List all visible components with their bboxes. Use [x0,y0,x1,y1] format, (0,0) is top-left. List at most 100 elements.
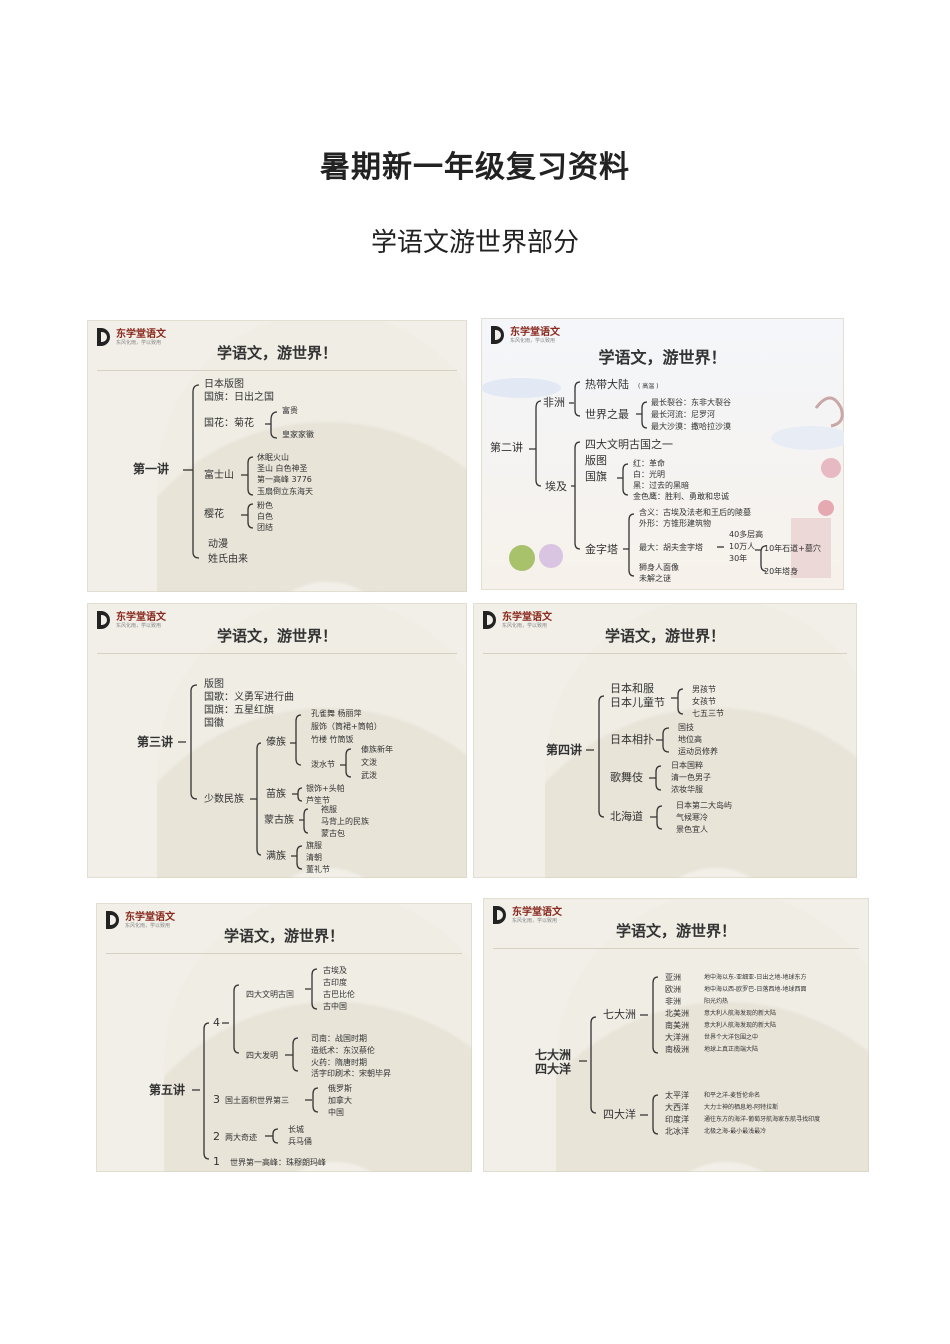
logo: 东学堂语文东风化雨，学以致用 [97,328,166,346]
ocean-note: 大力士神的栖息地-阿特拉斯 [704,1104,779,1111]
logo-tagline: 东风化雨，学以致用 [116,339,162,346]
leaf-node: 景色宜人 [676,825,708,834]
ocean-note: 通往东方的海洋-葡萄牙航海家东航寻找印度 [704,1116,821,1123]
leaf-node: 休眠火山 [257,453,289,462]
branch-node: 日本相扑 [610,733,654,746]
leaf-node: 司南：战国时期 [311,1034,367,1043]
leaf-node: 第一高峰 3776 [257,475,312,484]
logo-mark-icon [97,611,113,629]
leaf-node: 女孩节 [692,697,716,706]
logo-mark-icon [483,611,499,629]
branch-node: 日本版图 [204,379,244,390]
mindmap-branches [178,684,352,870]
branch-number: 2 [213,1130,220,1143]
title-divider [97,653,457,654]
continent-name: 北美洲 [665,1009,689,1018]
continent-name: 南极洲 [665,1045,689,1054]
leaf-node: 蒙古包 [321,829,345,838]
ocean-name: 印度洋 [665,1115,689,1124]
fan-background [157,603,467,878]
fan-background [545,603,857,878]
leaf-node: 10万人 [729,542,756,551]
branch-node: 动漫 [208,539,228,550]
logo: 东学堂语文东风化雨，学以致用 [483,611,552,629]
leaf-node: 服饰（筒裙+筒帕） [311,722,382,731]
logo-name: 东学堂语文 [502,611,552,623]
logo-name: 东学堂语文 [512,906,562,918]
branch-node: 世界第一高峰：珠穆朗玛峰 [230,1158,326,1167]
logo: 东学堂语文东风化雨，学以致用 [97,611,166,629]
leaf-node: 男孩节 [692,685,716,694]
slide-title: 学语文，游世界！ [615,922,736,940]
leaf-node: 俄罗斯 [328,1084,352,1093]
leaf-node: 银饰+头帕 [306,784,345,793]
slide-lecture-5: 东学堂语文东风化雨，学以致用 学语文，游世界！ 第五讲 4 四大文明古国 古埃及… [96,903,472,1172]
leaf-node: 白：光明 [633,470,665,479]
ocean-name: 大西洋 [665,1103,689,1112]
root-node: 第四讲 [546,743,583,757]
branch-node: 埃及 [545,480,567,493]
leaf-node: 外形：方锥形建筑物 [639,519,711,528]
leaf-node: 马背上的民族 [321,817,369,826]
leaf-note: ( 高温 ) [638,383,659,390]
slide-lecture-2: 东学堂语文东风化雨，学以致用 学语文，游世界！ 第二讲 非洲 埃及 热带大陆 (… [481,318,844,590]
logo-name: 东学堂语文 [510,326,560,338]
leaf-node: 董礼节 [306,865,330,874]
fan-background [164,903,472,1172]
leaf-node: 最大沙漠：撒哈拉沙漠 [651,422,731,431]
leaf-node: 未解之谜 [639,574,671,583]
slide-title: 学语文，游世界！ [223,927,344,945]
leaf-node: 气候寒冷 [676,813,708,822]
leaf-node: 金色鹰：胜利、勇敢和忠诚 [633,492,729,501]
leaf-node: 古中国 [323,1002,347,1011]
mindmap-branches [579,976,659,1135]
branch-node: 热带大陆 [585,378,629,391]
mindmap-branches [586,688,684,830]
branch-node: 世界之最 [585,408,629,421]
branch-node: 国旗：日出之国 [204,392,274,403]
root-node: 第一讲 [133,462,170,476]
slide-title: 学语文，游世界！ [216,344,337,362]
logo: 东学堂语文东风化雨，学以致用 [491,326,560,344]
leaf-node: 国技 [678,723,694,732]
branch-node: 国旗：五星红旗 [204,705,274,716]
logo-tagline: 东风化雨，学以致用 [125,922,171,929]
branch-node: 版图 [585,454,607,467]
branch-node: 少数民族 [204,794,244,805]
branch-node: 苗族 [266,789,286,800]
slide-title: 学语文，游世界！ [216,627,337,645]
logo-tagline: 东风化雨，学以致用 [510,337,556,344]
leaf-node: 40多层高 [729,530,764,539]
logo-tagline: 东风化雨，学以致用 [116,622,162,629]
branch-node: 版图 [204,679,224,690]
branch-node: 国土面积世界第三 [225,1096,289,1105]
title-divider [97,370,457,371]
leaf-node: 最大：胡夫金字塔 [639,543,703,552]
leaf-node: 狮身人面像 [639,563,679,572]
leaf-node: 团结 [257,523,273,532]
leaf-node: 中国 [328,1108,344,1117]
leaf-node: 粉色 [257,501,273,510]
continent-name: 大洋洲 [665,1033,689,1042]
branch-node: 国花：菊花 [204,418,254,429]
leaf-node: 30年 [729,554,748,563]
leaf-node: 长城 [288,1125,304,1134]
leaf-node: 皇家家徽 [282,430,314,439]
slide-title: 学语文，游世界！ [598,348,727,367]
leaf-node: 文泼 [361,758,377,767]
leaf-node: 运动员修养 [678,747,718,756]
logo-tagline: 东风化雨，学以致用 [502,622,548,629]
leaf-node: 红：革命 [633,459,665,468]
leaf-node: 孔雀舞 杨丽萍 [311,709,362,718]
ocean-name: 太平洋 [665,1091,689,1100]
branch-node: 日本和服 日本儿童节 [610,682,665,709]
continent-note: 地中海以西-欧罗巴-日落西地-地球西面 [704,986,807,993]
branch-node: 傣族 [266,737,286,748]
leaf-node: 武泼 [361,771,377,780]
branch-node: 四大洋 [603,1108,636,1121]
leaf-node: 兵马俑 [288,1137,312,1146]
leaf-node: 活字印刷术：宋朝毕昇 [311,1069,391,1078]
ocean-name: 北冰洋 [665,1127,689,1136]
title-divider [106,953,462,954]
page-subtitle: 学语文游世界部分 [370,228,579,258]
